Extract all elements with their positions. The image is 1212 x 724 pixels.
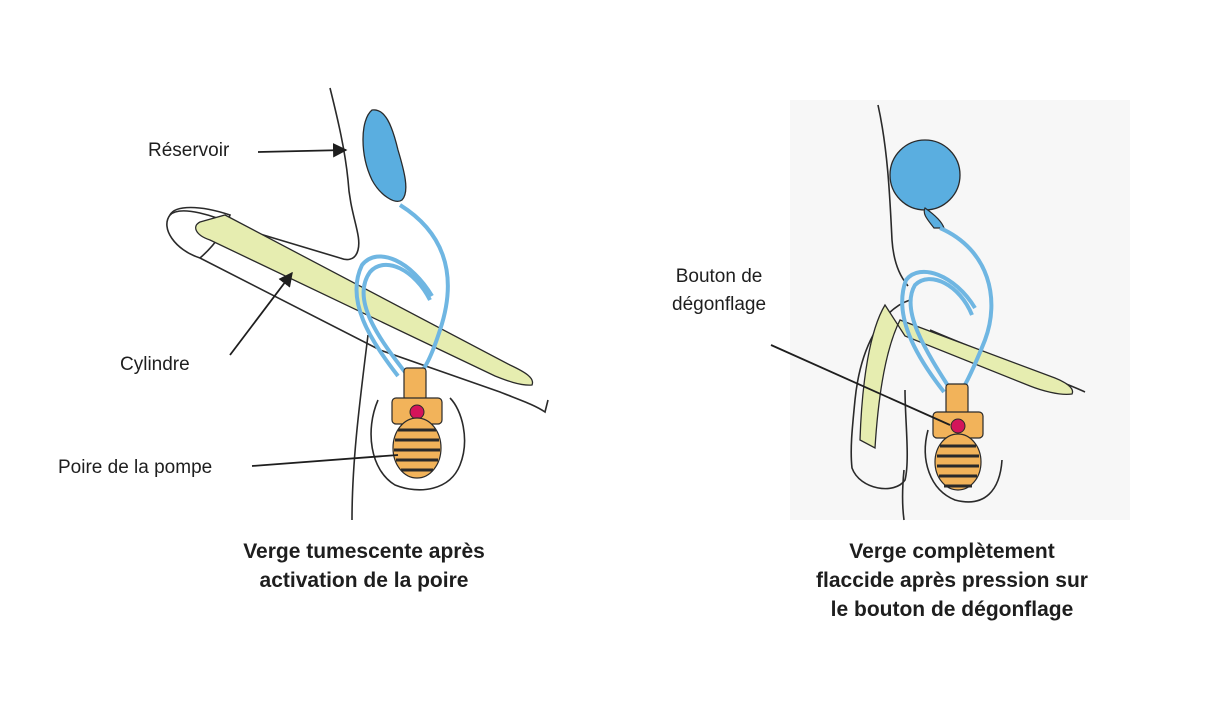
left-tube-loop-1 bbox=[361, 262, 432, 378]
right-reservoir bbox=[889, 139, 961, 211]
right-cylinder bbox=[859, 303, 1074, 450]
left-penis-outline bbox=[166, 210, 549, 414]
left-tube-reservoir bbox=[398, 203, 450, 377]
right-reservoir-neck bbox=[923, 207, 945, 229]
pump-arrow bbox=[251, 454, 399, 467]
caption-left-line-1: Verge tumescente après bbox=[243, 540, 485, 563]
left-pump-valve bbox=[403, 367, 427, 401]
right-deflate-button bbox=[950, 418, 966, 434]
caption-right: Verge complètement flaccide après pressi… bbox=[782, 537, 1122, 624]
right-pump-valve bbox=[945, 383, 969, 415]
label-deflate-button: Bouton de dégonflage bbox=[672, 263, 766, 319]
left-illustration bbox=[166, 87, 549, 521]
right-penis-outline bbox=[850, 299, 911, 490]
left-pump-ribs bbox=[394, 428, 440, 472]
left-scrotum-outline bbox=[370, 397, 466, 491]
caption-right-line-3: le bouton de dégonflage bbox=[830, 598, 1074, 621]
right-scrotum-outline bbox=[924, 429, 1003, 503]
caption-right-line-1: Verge complètement bbox=[849, 540, 1055, 563]
left-deflate-button bbox=[409, 404, 425, 420]
right-tube-reservoir bbox=[939, 226, 994, 392]
label-reservoir: Réservoir bbox=[148, 140, 230, 161]
right-tube-loop-2 bbox=[900, 269, 977, 394]
label-cylinder: Cylindre bbox=[120, 354, 190, 375]
caption-left-line-2: activation de la poire bbox=[259, 569, 469, 592]
left-glans-outline bbox=[169, 206, 232, 259]
left-body-outline bbox=[329, 87, 360, 261]
reservoir-arrow bbox=[257, 143, 348, 158]
right-illustration bbox=[790, 100, 1130, 521]
left-pump-bulb bbox=[392, 417, 442, 479]
deflate-button-line bbox=[770, 344, 951, 426]
right-pump-ribs bbox=[937, 444, 979, 488]
caption-right-line-2: flaccide après pression sur bbox=[816, 569, 1088, 592]
cylinder-arrow bbox=[229, 271, 293, 356]
caption-left: Verge tumescente après activation de la … bbox=[214, 537, 514, 595]
label-deflate-line-1: Bouton de bbox=[675, 266, 763, 287]
right-pump-bulb bbox=[934, 433, 982, 491]
left-tube-loop-2 bbox=[354, 254, 434, 378]
right-tube-loop-1 bbox=[908, 277, 974, 394]
left-abdomen-outline bbox=[351, 334, 369, 521]
left-reservoir bbox=[362, 109, 407, 202]
right-body-outline bbox=[877, 104, 909, 287]
label-deflate-line-2: dégonflage bbox=[672, 294, 767, 315]
right-abdomen-outline bbox=[901, 469, 905, 521]
label-pump: Poire de la pompe bbox=[58, 457, 213, 478]
